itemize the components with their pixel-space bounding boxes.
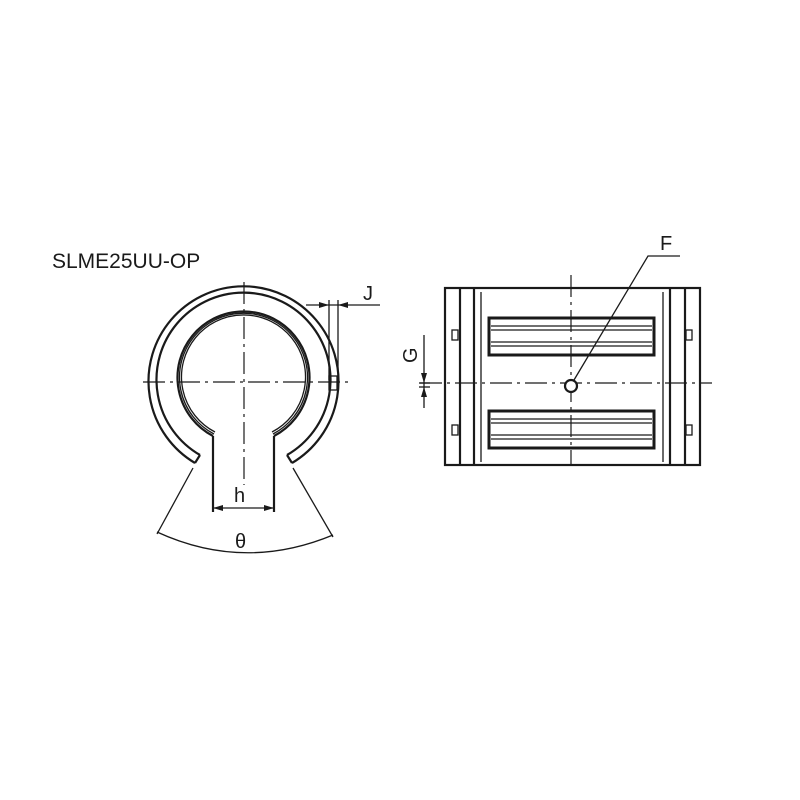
front-view: J h θ (143, 282, 380, 554)
dimension-label-h: h (234, 485, 245, 507)
dimension-label-theta: θ (235, 531, 246, 553)
part-number-title: SLME25UU-OP (52, 250, 200, 273)
dimension-label-G: G (400, 347, 422, 363)
bore-inner-edge (180, 314, 307, 433)
side-view: F G (400, 233, 712, 467)
dimension-label-J: J (363, 283, 373, 305)
lubrication-hole (563, 378, 579, 394)
angle-arc (156, 531, 334, 554)
dimension-label-F: F (660, 233, 672, 255)
